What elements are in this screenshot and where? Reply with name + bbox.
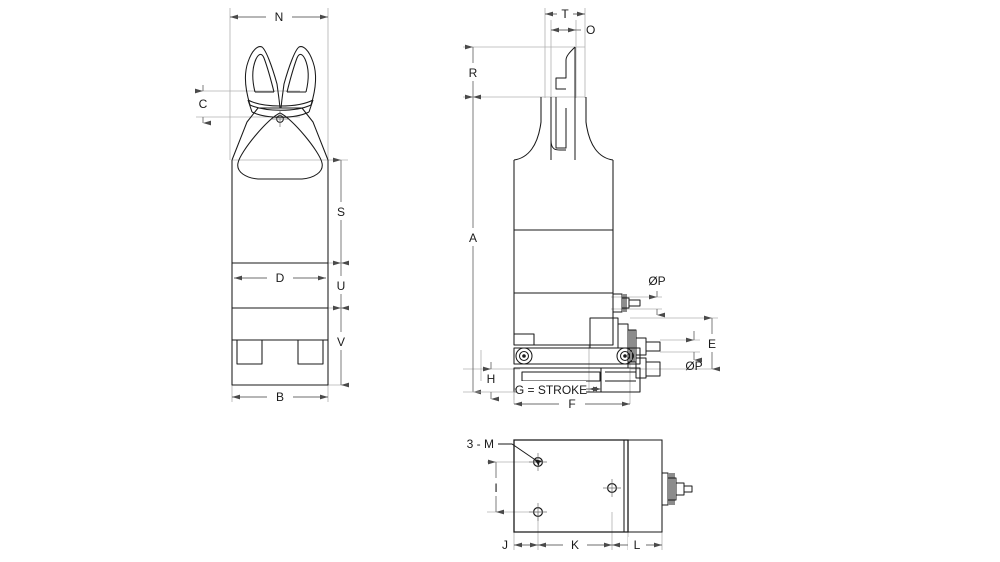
side-view-bearing-left <box>515 347 533 365</box>
dimension-D: D <box>234 270 326 286</box>
dimension-label-L: L <box>634 538 641 552</box>
dimension-label-E: E <box>708 337 716 351</box>
dimension-label-F: F <box>568 397 575 411</box>
dimension-H: H <box>483 362 499 402</box>
side-view: R A T O ØP ØP <box>463 6 721 412</box>
bottom-view-port-fitting <box>662 472 693 506</box>
side-view-jaw-detail <box>550 46 576 160</box>
dimension-S: S <box>333 157 350 266</box>
dimension-label-H: H <box>487 372 496 386</box>
dimension-label-U: U <box>337 279 346 293</box>
bottom-view-hole-center <box>603 479 621 497</box>
front-view: N C S U V D <box>195 8 350 405</box>
side-view-body-outline <box>513 97 614 346</box>
dimension-L: L <box>612 537 662 553</box>
dimension-label-D: D <box>276 271 285 285</box>
dimension-label-K: K <box>571 538 579 552</box>
dimension-label-S: S <box>337 205 345 219</box>
bottom-view-side-block <box>623 439 663 533</box>
dimension-R: R <box>465 44 482 100</box>
side-view-bearing-right <box>616 347 634 365</box>
dimension-label-J: J <box>502 538 508 552</box>
dimension-I: I <box>488 459 504 515</box>
dimension-label-O: O <box>586 23 595 37</box>
dimension-V: V <box>333 305 350 388</box>
callout-label-3-M: 3 - M <box>467 437 494 451</box>
dimension-N: N <box>230 9 328 25</box>
dimension-label-T: T <box>561 7 569 21</box>
dimension-label-I: I <box>494 481 497 495</box>
dimension-O: O <box>551 23 595 37</box>
bottom-view: 3 - M I J K L <box>467 437 693 553</box>
air-port-lower <box>589 317 661 379</box>
air-port-upper <box>613 293 641 313</box>
dimension-label-B: B <box>276 390 284 404</box>
dimension-T: T <box>545 6 585 22</box>
dimension-diameter-P-upper: ØP <box>648 274 666 318</box>
front-view-triangular-boss <box>237 112 323 180</box>
dimension-A: A <box>463 94 520 395</box>
dimension-B: B <box>232 389 328 405</box>
dimension-label-N: N <box>275 10 284 24</box>
dimension-K: K <box>538 537 612 553</box>
dimension-E: E <box>704 315 721 372</box>
dimension-label-G-stroke: G = STROKE <box>515 383 587 397</box>
gripper-jaws <box>244 46 317 118</box>
dimension-label-A: A <box>469 231 477 245</box>
dimension-label-C: C <box>199 97 208 111</box>
dimension-F: F <box>514 396 630 412</box>
dimension-U: U <box>333 260 350 311</box>
dimension-label-R: R <box>469 66 478 80</box>
dimension-label-diameter-P-lower: ØP <box>685 359 702 373</box>
dimension-J: J <box>502 538 538 552</box>
dimension-C: C <box>195 85 211 126</box>
front-view-center-hole <box>272 111 288 127</box>
dimension-G-stroke: G = STROKE <box>514 381 601 398</box>
callout-3-M: 3 - M <box>467 437 543 466</box>
dimension-label-diameter-P-upper: ØP <box>648 274 665 288</box>
dimension-label-V: V <box>337 335 345 349</box>
bottom-view-hole-lower <box>529 503 547 521</box>
dimension-diameter-P-lower: ØP <box>685 331 703 373</box>
